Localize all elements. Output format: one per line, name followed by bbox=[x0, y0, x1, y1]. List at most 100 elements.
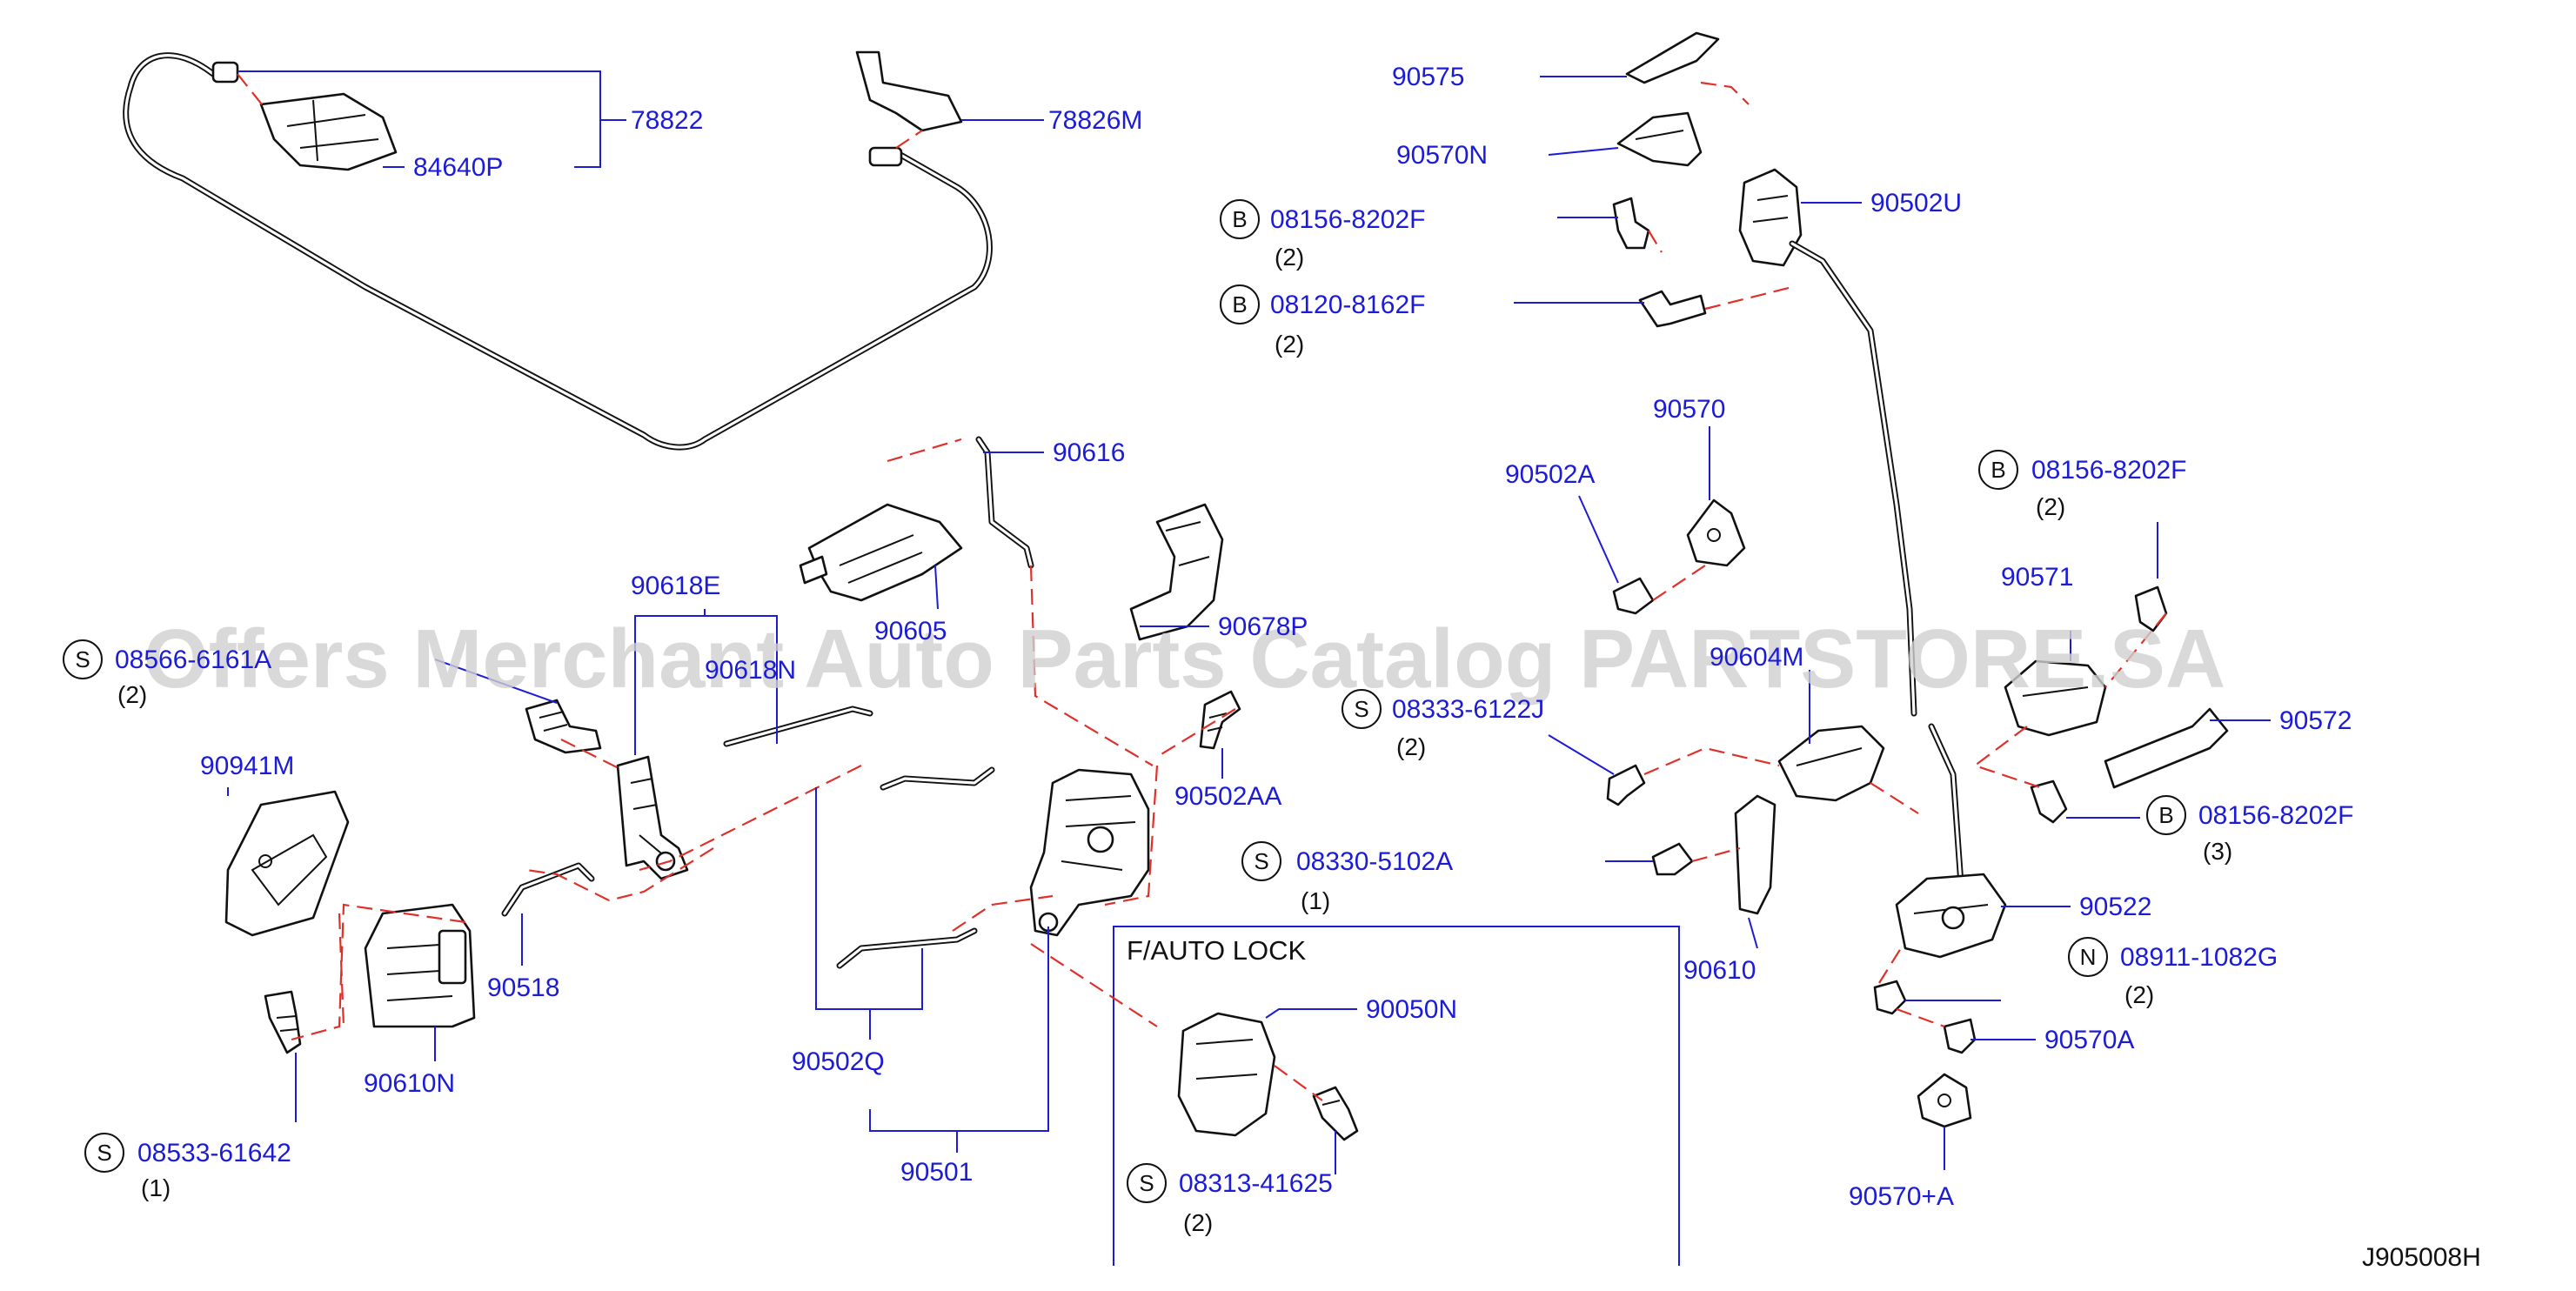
bracket-90570 bbox=[1686, 498, 1746, 567]
fastener-08533-61642: S 08533-61642 (1) bbox=[84, 1133, 291, 1201]
label-90575: 90575 bbox=[1392, 63, 1464, 91]
label-90616: 90616 bbox=[1053, 438, 1125, 467]
handle-90610 bbox=[1734, 794, 1776, 915]
actuator-90050N bbox=[1177, 1012, 1276, 1137]
label-90501: 90501 bbox=[900, 1158, 973, 1187]
rod-90618N bbox=[723, 706, 873, 747]
badge-circle bbox=[1978, 450, 2018, 490]
label-90610N: 90610N bbox=[364, 1069, 455, 1098]
inside-handle-90941M bbox=[224, 790, 350, 937]
bracket-90570plusA bbox=[1917, 1073, 1972, 1128]
latch-assembly-90618E bbox=[616, 755, 689, 880]
label-90941M: 90941M bbox=[200, 752, 294, 780]
badge-circle bbox=[84, 1133, 124, 1173]
label-90570plusA: 90570+A bbox=[1849, 1182, 1954, 1211]
label-90518: 90518 bbox=[487, 973, 559, 1002]
fastener-08313-41625: S 08313-41625 (2) bbox=[1127, 1163, 1333, 1236]
label-90571: 90571 bbox=[2001, 563, 2073, 592]
label-90570A: 90570A bbox=[2044, 1026, 2134, 1054]
handle-90605 bbox=[799, 503, 963, 602]
label-90572: 90572 bbox=[2279, 706, 2352, 735]
label-84640P: 84640P bbox=[413, 153, 503, 182]
bolt-08156-right-bottom bbox=[2030, 779, 2068, 824]
badge-circle bbox=[2068, 937, 2108, 977]
latch-90502U bbox=[1738, 168, 1803, 267]
fastener-part: 08533-61642 bbox=[137, 1139, 291, 1167]
fastener-qty: (1) bbox=[1301, 887, 1330, 914]
badge-letter: S bbox=[1254, 848, 1268, 874]
label-90570N: 90570N bbox=[1396, 141, 1488, 170]
fastener-part: 08156-8202F bbox=[2031, 456, 2186, 485]
release-cable-left bbox=[123, 52, 993, 451]
label-90522: 90522 bbox=[2079, 893, 2151, 921]
handle-bracket-90610N bbox=[364, 903, 476, 1028]
release-handle-84640P bbox=[211, 61, 398, 171]
label-78822: 78822 bbox=[631, 106, 703, 135]
fastener-qty: (2) bbox=[2036, 493, 2065, 520]
fastener-qty: (2) bbox=[1275, 331, 1304, 358]
part-labels: 78822 84640P 78826M 90616 90605 90678P 9… bbox=[200, 63, 2352, 1211]
badge-circle bbox=[63, 639, 103, 679]
fastener-part: 08156-8202F bbox=[2198, 801, 2353, 830]
fastener-part: 08156-8202F bbox=[1270, 205, 1425, 234]
door-lock-90501 bbox=[1029, 768, 1150, 937]
lock-90571 bbox=[2004, 659, 2107, 737]
fastener-qty: (1) bbox=[141, 1174, 171, 1201]
fastener-08566-6161A: S 08566-6161A (2) bbox=[63, 639, 271, 708]
rods-90502Q bbox=[836, 766, 995, 969]
badge-letter: B bbox=[1232, 206, 1247, 232]
badge-circle bbox=[1241, 841, 1281, 881]
bracket-90570N bbox=[1616, 111, 1703, 167]
screw-90570A bbox=[1943, 1018, 1977, 1054]
screw-08566 bbox=[525, 699, 602, 754]
badge-circle bbox=[1220, 284, 1260, 324]
label-90610: 90610 bbox=[1683, 956, 1756, 985]
bolt-08120 bbox=[1638, 290, 1707, 328]
label-90618E: 90618E bbox=[631, 572, 720, 600]
rod-90616 bbox=[975, 436, 1034, 569]
fastener-qty: (2) bbox=[1275, 244, 1304, 271]
fastener-qty: (2) bbox=[1183, 1209, 1213, 1236]
label-90604M: 90604M bbox=[1710, 643, 1803, 672]
fastener-08333-6122J: S 08333-6122J (2) bbox=[1342, 689, 1544, 760]
badge-letter: S bbox=[1354, 696, 1368, 722]
badge-letter: B bbox=[2158, 802, 2173, 828]
badge-circle bbox=[1127, 1163, 1167, 1203]
fastener-08911-1082G: N 08911-1082G (2) bbox=[2068, 937, 2278, 1008]
fastener-08120-8162F: B 08120-8162F (2) bbox=[1220, 284, 1425, 358]
screw-08533 bbox=[264, 990, 302, 1054]
bracket-90678P bbox=[1129, 503, 1224, 641]
label-90605: 90605 bbox=[874, 617, 947, 646]
label-90570: 90570 bbox=[1653, 395, 1725, 424]
lock-90604M bbox=[1777, 725, 1885, 802]
badge-letter: S bbox=[97, 1140, 111, 1166]
phantom-lines bbox=[237, 73, 2167, 1101]
badge-letter: S bbox=[75, 646, 90, 672]
fastener-qty: (3) bbox=[2203, 838, 2232, 865]
badge-letter: N bbox=[2080, 944, 2097, 970]
fastener-part: 08911-1082G bbox=[2120, 943, 2278, 972]
screw-08330 bbox=[1651, 842, 1694, 876]
diagram-code: J905008H bbox=[2362, 1243, 2481, 1272]
screw-90502AA bbox=[1199, 690, 1241, 750]
lock-90522 bbox=[1895, 873, 2007, 959]
label-90618N: 90618N bbox=[705, 656, 796, 685]
badge-letter: B bbox=[1991, 457, 2005, 483]
watermark: Offers Merchant Auto Parts Catalog PARTS… bbox=[144, 612, 2225, 706]
label-90502U: 90502U bbox=[1870, 189, 1962, 217]
nut-08911 bbox=[1873, 980, 1907, 1015]
label-78826M: 78826M bbox=[1048, 106, 1142, 135]
fastener-part: 08566-6161A bbox=[115, 646, 271, 674]
badge-circle bbox=[1342, 689, 1382, 729]
label-90678P: 90678P bbox=[1218, 612, 1308, 641]
screw-08333 bbox=[1606, 764, 1646, 806]
screw-08313 bbox=[1312, 1086, 1359, 1141]
badge-circle bbox=[2146, 795, 2186, 835]
fastener-08156-8202F-top: B 08156-8202F (2) bbox=[1220, 199, 1425, 271]
rod-right-long bbox=[1789, 240, 1965, 900]
bolt-08156-top bbox=[1612, 197, 1650, 250]
inset-box bbox=[1113, 926, 1680, 1266]
fastener-08330-5102A: S 08330-5102A (1) bbox=[1241, 841, 1453, 914]
fastener-qty: (2) bbox=[117, 681, 147, 708]
